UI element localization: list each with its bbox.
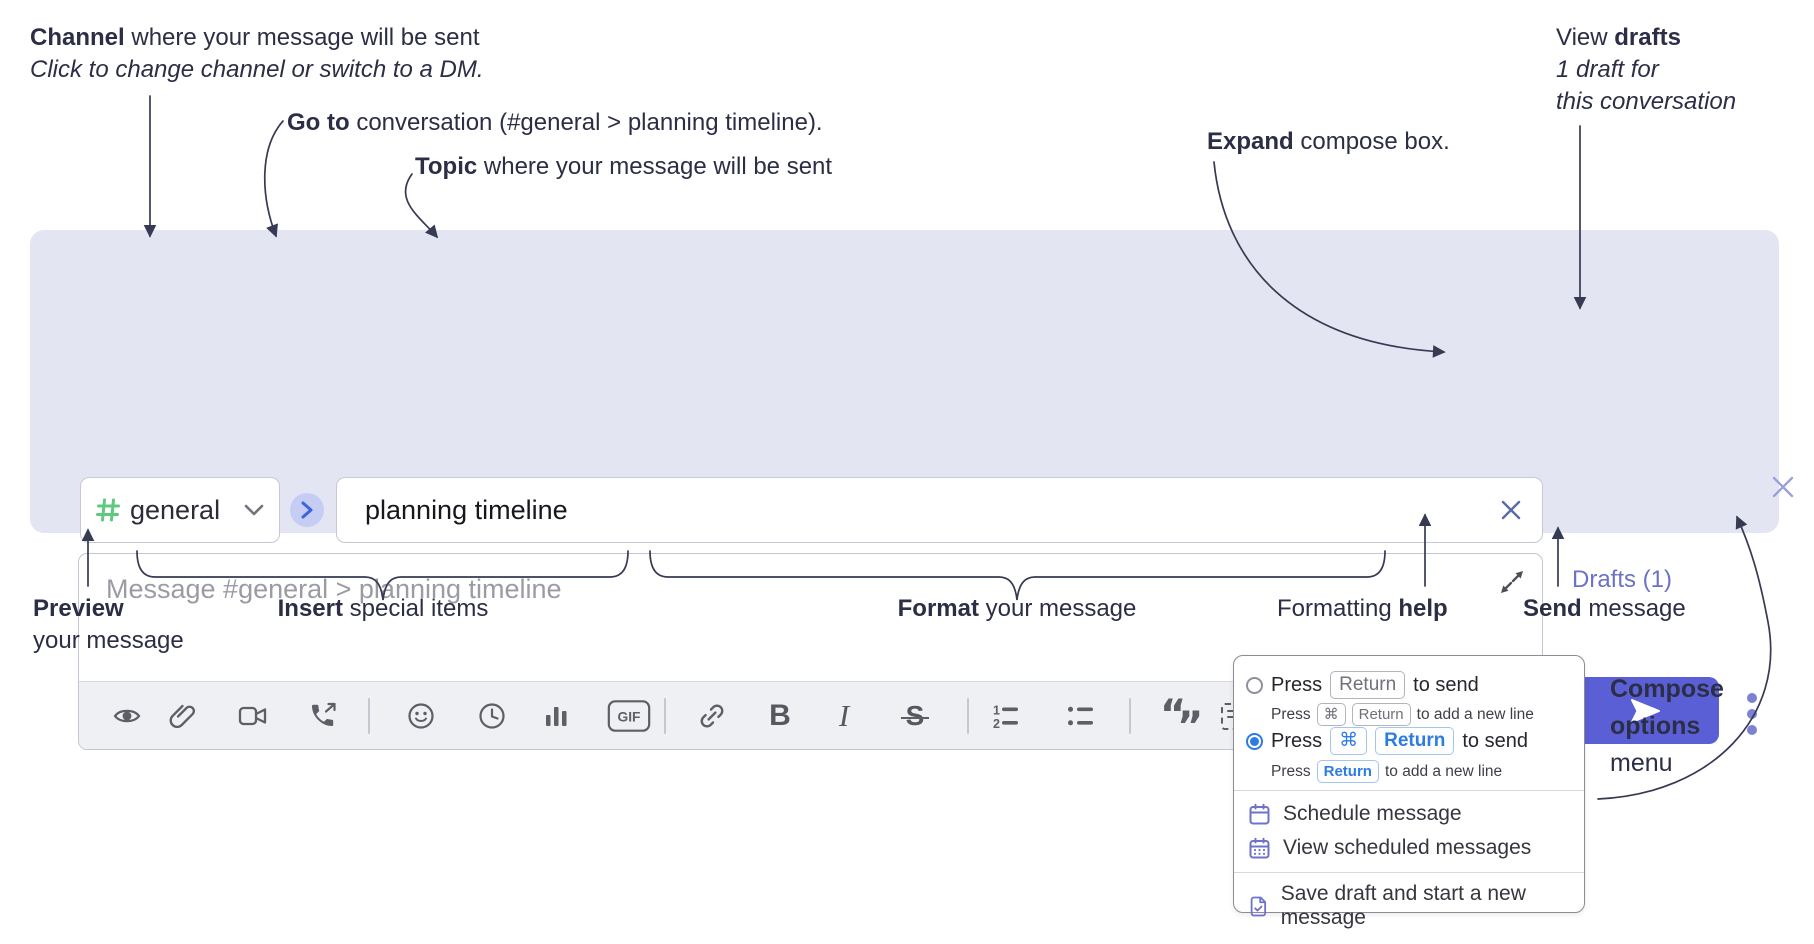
channel-name: general [130, 494, 221, 525]
video-camera-icon [238, 706, 267, 726]
preview-annotation: Preview your message [33, 595, 184, 654]
go-to-conversation-button[interactable] [290, 493, 324, 527]
compose-box: general Message #general > planning time… [30, 230, 1794, 750]
kebab-dot [1747, 709, 1757, 719]
toolbar-separator [368, 698, 370, 734]
channel-hash-icon [96, 498, 120, 522]
close-compose-button[interactable] [1770, 474, 1796, 500]
topic-input[interactable] [363, 493, 1496, 527]
draft-save-icon [1250, 896, 1267, 916]
calendar-scheduled-icon [1249, 837, 1270, 858]
schedule-time-button[interactable] [468, 692, 516, 740]
emoji-button[interactable] [397, 692, 445, 740]
strikethrough-button[interactable]: S [891, 692, 939, 740]
topic-field [336, 477, 1543, 543]
expand-icon [1501, 571, 1523, 593]
link-icon [700, 704, 724, 728]
view-scheduled-messages-item[interactable]: View scheduled messages [1248, 836, 1531, 860]
bold-button[interactable]: B [756, 692, 804, 740]
clock-icon [479, 703, 505, 729]
preview-button[interactable] [103, 692, 151, 740]
numbered-list-icon: 1 2 [993, 704, 1018, 730]
svg-text:GIF: GIF [618, 710, 641, 725]
send-option-return[interactable]: Press Return to send [1246, 671, 1479, 699]
numbered-list-button[interactable]: 1 2 [982, 692, 1030, 740]
menu-item-label: Schedule message [1283, 802, 1462, 825]
calendar-icon [1249, 803, 1270, 824]
bold-icon: B [769, 699, 791, 732]
toolbar-separator [664, 698, 666, 734]
gif-button[interactable]: GIF [601, 692, 657, 740]
insert-annotation: Insert special items [277, 595, 489, 622]
italic-button[interactable]: I [820, 692, 868, 740]
link-button[interactable] [688, 692, 736, 740]
svg-text:2: 2 [993, 717, 1000, 730]
send-option-return-subtext: Press ⌘ Return to add a new line [1271, 703, 1534, 726]
preview-eye-icon [113, 709, 141, 723]
compose-options-popup: Press Return to send Press ⌘ Return to a… [1233, 655, 1585, 929]
go-to-arrow [263, 120, 284, 238]
drafts-link[interactable]: Drafts (1) [1572, 566, 1673, 593]
voice-call-button[interactable] [300, 692, 348, 740]
schedule-message-item[interactable]: Schedule message [1248, 802, 1462, 826]
gif-icon: GIF [607, 700, 651, 732]
option-text: Press [1271, 673, 1323, 696]
channel-annotation: Channel where your message will be sent … [30, 24, 484, 83]
channel-selector[interactable]: general [80, 477, 280, 543]
cmd-keycap: ⌘ [1316, 703, 1346, 726]
kebab-dot [1747, 725, 1757, 735]
quote-icon: “ ” [1160, 692, 1204, 750]
phone-call-icon [312, 702, 336, 727]
chevron-down-icon [244, 504, 264, 516]
kebab-dot [1747, 693, 1757, 703]
topic-annotation: Topic where your message will be sent [415, 153, 833, 180]
topic-arrow [404, 173, 439, 239]
menu-item-label: View scheduled messages [1283, 836, 1532, 859]
popup-divider [1234, 790, 1584, 791]
option-text: to send [1413, 673, 1479, 696]
option-text: to send [1462, 729, 1528, 752]
strikethrough-icon: S [900, 700, 929, 731]
bulleted-list-button[interactable] [1057, 692, 1105, 740]
emoji-smiley-icon [408, 703, 434, 729]
option-text: Press [1271, 729, 1323, 752]
compose-options-annotation: Compose options menu [1610, 675, 1724, 777]
paperclip-icon [169, 704, 195, 728]
send-annotation: Send message [1523, 595, 1686, 622]
toolbar-separator [967, 698, 969, 734]
italic-icon: I [838, 698, 850, 733]
menu-item-label: Save draft and start a new message [1280, 882, 1526, 929]
clear-x-icon [1501, 500, 1521, 520]
return-keycap: Return [1351, 703, 1411, 726]
bulleted-list-icon [1068, 706, 1093, 726]
go-to-annotation: Go to conversation (#general > planning … [287, 109, 823, 136]
view-drafts-annotation: View drafts 1 draft for this conversatio… [1556, 24, 1737, 115]
toolbar-separator [1129, 698, 1131, 734]
formatting-help-annotation: Formatting help [1277, 595, 1448, 622]
quote-button[interactable]: “ ” [1154, 692, 1204, 750]
send-option-cmd-return[interactable]: Press ⌘ Return to send [1246, 727, 1528, 755]
format-annotation: Format your message [897, 595, 1137, 622]
return-keycap: Return [1330, 671, 1406, 699]
compose-options-menu-button[interactable] [1734, 686, 1770, 742]
svg-text:1: 1 [993, 704, 1000, 718]
radio-selected-icon[interactable] [1246, 732, 1263, 750]
poll-button[interactable] [532, 692, 580, 740]
cmd-keycap: ⌘ [1330, 727, 1368, 755]
poll-chart-icon [546, 707, 567, 726]
clear-topic-button[interactable] [1496, 495, 1526, 525]
return-keycap: Return [1316, 760, 1379, 783]
popup-divider [1234, 872, 1584, 873]
return-keycap: Return [1375, 727, 1455, 755]
close-icon [1772, 476, 1794, 498]
radio-unselected-icon[interactable] [1246, 676, 1263, 694]
video-call-button[interactable] [229, 692, 277, 740]
expand-compose-button[interactable] [1498, 568, 1526, 596]
chevron-right-icon [301, 501, 313, 519]
expand-annotation: Expand compose box. [1207, 128, 1450, 155]
attach-file-button[interactable] [159, 692, 207, 740]
send-option-cmd-return-subtext: Press Return to add a new line [1271, 760, 1502, 783]
save-draft-item[interactable]: Save draft and start a new message [1248, 882, 1584, 930]
